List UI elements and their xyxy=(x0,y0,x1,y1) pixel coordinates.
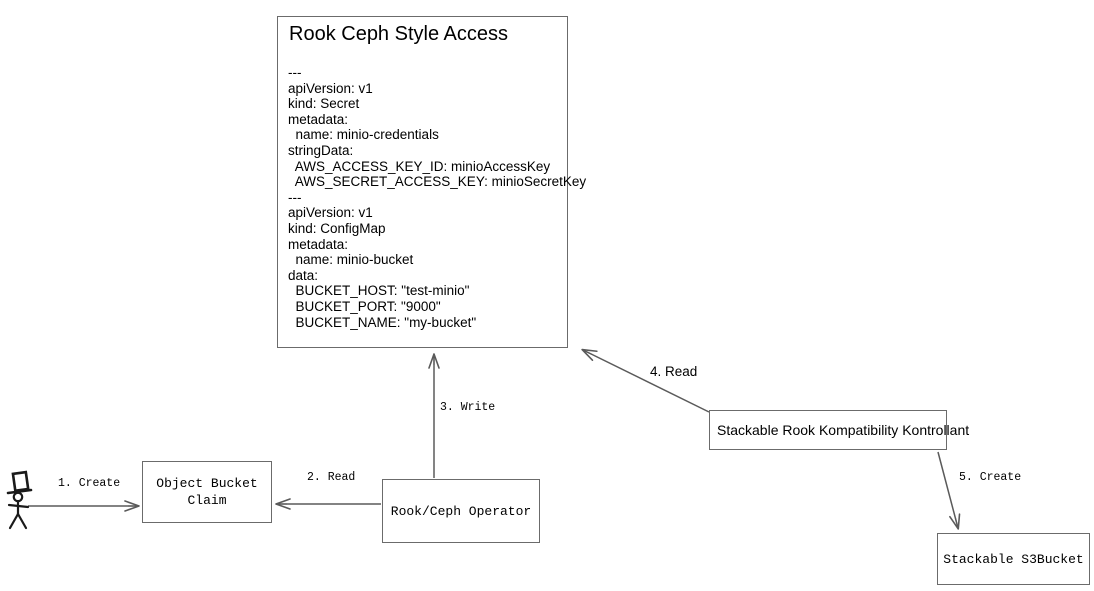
edge-label-5-create: 5. Create xyxy=(959,471,1022,484)
box-stackable-rook-kompatibility-kontrollant[interactable] xyxy=(709,410,947,450)
arrow-5-create xyxy=(937,451,961,530)
box-rook-ceph-operator[interactable]: Rook/Ceph Operator xyxy=(382,479,540,543)
box-label-stackable-rook-kompatibility-kontrollant: Stackable Rook Kompatibility Kontrollant xyxy=(717,422,970,438)
box-rook-ceph-style-access[interactable] xyxy=(277,16,568,348)
box-label-object-bucket-claim: Object Bucket Claim xyxy=(156,476,258,508)
edge-label-1-create: 1. Create xyxy=(58,477,121,490)
box-stackable-s3bucket[interactable]: Stackable S3Bucket xyxy=(937,533,1090,585)
edge-label-2-read: 2. Read xyxy=(307,471,356,484)
edge-label-4-read: 4. Read xyxy=(650,364,698,379)
edge-label-3-write: 3. Write xyxy=(440,401,496,414)
box-title-rook-ceph-style-access: Rook Ceph Style Access xyxy=(289,23,508,45)
arrow-4-read xyxy=(581,348,710,413)
box-label-stackable-s3bucket: Stackable S3Bucket xyxy=(943,551,1084,567)
box-label-rook-ceph-operator: Rook/Ceph Operator xyxy=(390,503,532,519)
yaml-manifest-text: --- apiVersion: v1 kind: Secret metadata… xyxy=(288,65,587,330)
user-actor-icon xyxy=(6,470,33,530)
box-object-bucket-claim[interactable]: Object Bucket Claim xyxy=(142,461,272,523)
